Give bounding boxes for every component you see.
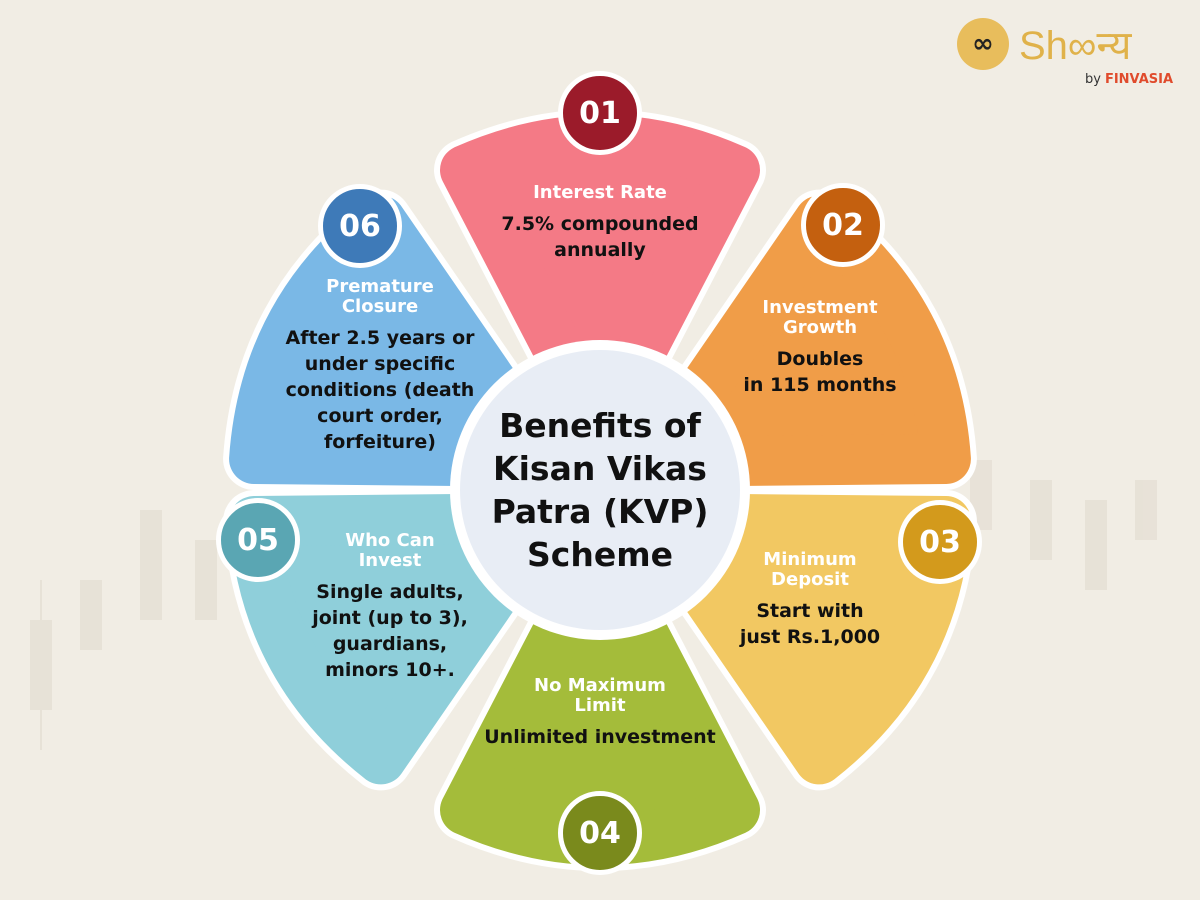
- benefit-title-line: Invest: [358, 550, 422, 571]
- benefit-body: Start with just Rs.1,000: [740, 598, 880, 650]
- benefit-title-line: Growth: [782, 317, 858, 338]
- benefit-body: After 2.5 years or under specific conditio…: [285, 325, 474, 455]
- petal-01: [434, 109, 766, 461]
- number-badge-02: 02: [801, 183, 885, 267]
- logo-by: by: [1085, 72, 1101, 87]
- benefit-body-line: conditions (death: [285, 379, 475, 401]
- benefit-body-line: minors 10+.: [325, 659, 455, 681]
- number-badge-03: 03: [898, 500, 982, 584]
- number-badge-01: 01: [558, 71, 642, 155]
- logo-company: FINVASIA: [1104, 72, 1174, 87]
- number-badge-06: 06: [318, 184, 402, 268]
- benefit-title: Interest Rate: [533, 182, 667, 203]
- benefit-title-line: No Maximum: [534, 675, 666, 696]
- benefit-body-line: 7.5% compounded: [501, 213, 699, 235]
- benefit-body-line: under specific: [304, 353, 456, 375]
- benefit-title-line: Deposit: [771, 569, 849, 590]
- center-title: Benefits of Kisan Vikas Patra (KVP) Sche…: [460, 350, 740, 630]
- benefit-title-line: Closure: [341, 296, 419, 317]
- benefit-body-line: After 2.5 years or: [285, 327, 475, 349]
- benefit-body-line: joint (up to 3),: [312, 607, 468, 629]
- benefit-body-line: in 115 months: [743, 374, 897, 396]
- benefit-body: Unlimited investment: [484, 724, 715, 750]
- benefit-body-line: Single adults,: [316, 581, 464, 603]
- benefit-body-line: guardians,: [332, 633, 448, 655]
- number-badge-05: 05: [216, 498, 300, 582]
- infinity-icon: ∞: [957, 18, 1009, 70]
- benefit-title-line: Investment: [762, 297, 878, 318]
- benefit-body: Single adults, joint (up to 3), guardians,…: [312, 579, 468, 683]
- benefit-body: Doubles in 115 months: [743, 346, 896, 398]
- benefit-title-line: Minimum: [763, 549, 857, 570]
- benefit-body-line: just Rs.1,000: [739, 626, 881, 648]
- benefit-body: 7.5% compounded annually: [501, 211, 698, 263]
- benefit-body-line: Unlimited investment: [484, 726, 716, 748]
- benefit-body-line: Start with: [756, 600, 864, 622]
- benefit-title-line: Limit: [574, 695, 626, 716]
- center-circle: Benefits of Kisan Vikas Patra (KVP) Sche…: [450, 340, 750, 640]
- benefit-body-line: annually: [554, 239, 646, 261]
- number-badge-04: 04: [558, 791, 642, 875]
- benefit-01: Interest Rate 7.5% compounded annually: [501, 183, 698, 263]
- benefit-title-line: Who Can: [345, 530, 435, 551]
- benefit-body-line: Doubles: [776, 348, 864, 370]
- benefit-body-line: forfeiture): [324, 431, 436, 453]
- benefit-body-line: court order,: [317, 405, 443, 427]
- logo-word: Sh∞न्य: [1019, 24, 1132, 68]
- benefit-title-line: Premature: [326, 276, 434, 297]
